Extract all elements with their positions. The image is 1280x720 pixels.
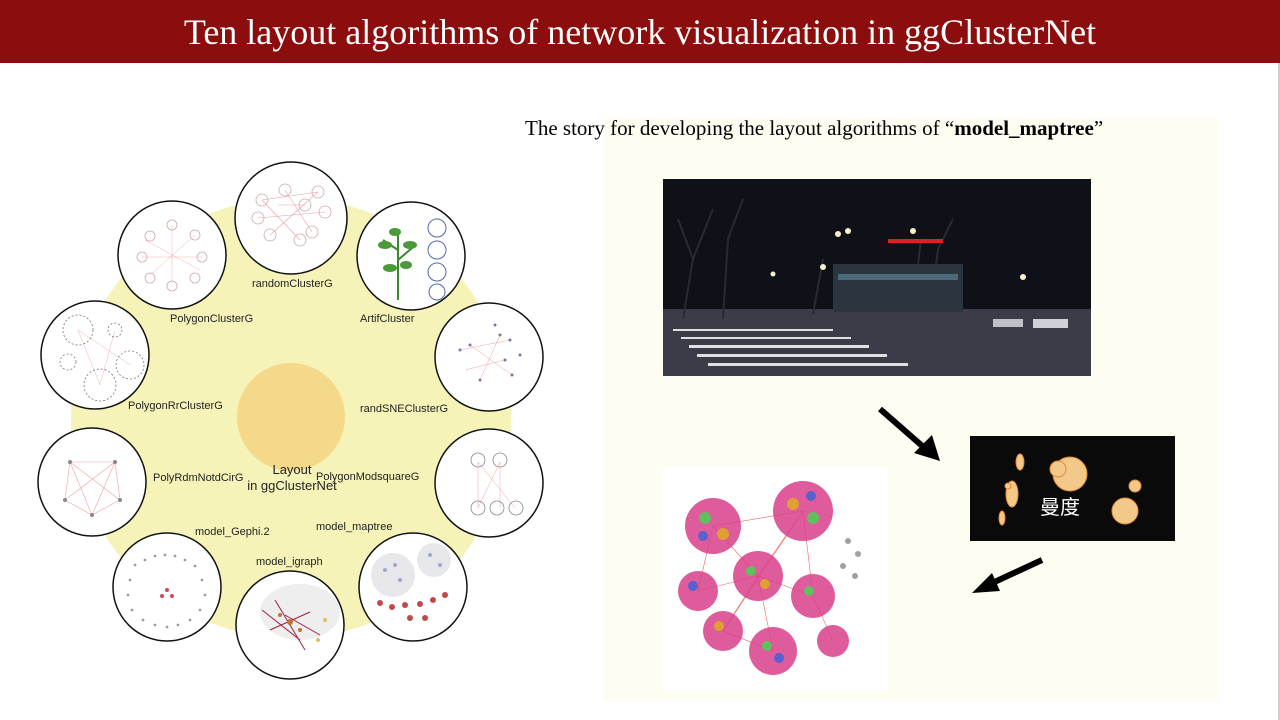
label-model_Gephi2: model_Gephi.2 bbox=[195, 526, 270, 538]
label-randSNEClusterG: randSNEClusterG bbox=[360, 403, 449, 415]
center-line-1: Layout bbox=[272, 462, 312, 477]
layout-wheel-graphic bbox=[37, 161, 544, 680]
center-line-2: in ggClusterNet bbox=[247, 478, 337, 493]
thumb-PolyRdmNotdCirG bbox=[37, 427, 147, 537]
maptree-network-image bbox=[663, 466, 888, 691]
label-model_igraph: model_igraph bbox=[256, 556, 323, 568]
label-PolygonClusterG: PolygonClusterG bbox=[170, 313, 254, 325]
cluster-6 bbox=[703, 611, 743, 651]
label-ArtifCluster: ArtifCluster bbox=[360, 313, 415, 325]
street-night-photo bbox=[663, 179, 1091, 376]
cluster-5 bbox=[791, 574, 835, 618]
story-text-prefix: The story for developing the layout algo… bbox=[525, 116, 955, 140]
cluster-7 bbox=[749, 627, 797, 675]
center-circle bbox=[237, 363, 345, 471]
thumb-model_maptree bbox=[358, 532, 468, 642]
thumb-randSNEClusterG bbox=[434, 302, 544, 412]
label-PolygonModsquareG: PolygonModsquareG bbox=[316, 471, 420, 483]
thumb-ArtifCluster bbox=[356, 201, 466, 311]
thumb-PolygonClusterG bbox=[117, 200, 227, 310]
label-model_maptree: model_maptree bbox=[316, 521, 393, 533]
cluster-2 bbox=[773, 481, 833, 541]
lantern-photo-graphic: 曼度 bbox=[970, 436, 1175, 541]
label-PolyRdmNotdCirG: PolyRdmNotdCirG bbox=[153, 472, 244, 484]
cluster-4 bbox=[678, 571, 718, 611]
thumb-model_Gephi2 bbox=[112, 532, 222, 642]
label-randomClusterG: randomClusterG bbox=[252, 278, 333, 290]
thumb-PolygonModsquareG bbox=[434, 428, 544, 538]
page-title: Ten layout algorithms of network visuali… bbox=[0, 0, 1280, 63]
arrow-down-right bbox=[878, 406, 940, 461]
layout-center-label: Layout in ggClusterNet bbox=[238, 424, 346, 532]
lantern-chars: 曼度 bbox=[1040, 495, 1080, 519]
cluster-3 bbox=[733, 551, 783, 601]
story-text-bold: model_maptree bbox=[954, 116, 1094, 140]
cluster-1 bbox=[685, 498, 741, 554]
label-PolygonRrClusterG: PolygonRrClusterG bbox=[128, 400, 223, 412]
story-text-suffix: ” bbox=[1093, 116, 1104, 140]
thumb-PolygonRrClusterG bbox=[40, 300, 150, 410]
arrow-down-left bbox=[972, 557, 1044, 593]
slide-border bbox=[1278, 63, 1280, 720]
lantern-photo: 曼度 bbox=[970, 436, 1175, 541]
cluster-8 bbox=[817, 625, 849, 657]
thumb-randomClusterG bbox=[234, 161, 348, 275]
story-heading: The story for developing the layout algo… bbox=[525, 116, 1103, 141]
thumb-model_igraph bbox=[235, 570, 345, 680]
layout-diagram: Layout in ggClusterNet randomClusterG Po… bbox=[0, 60, 600, 720]
